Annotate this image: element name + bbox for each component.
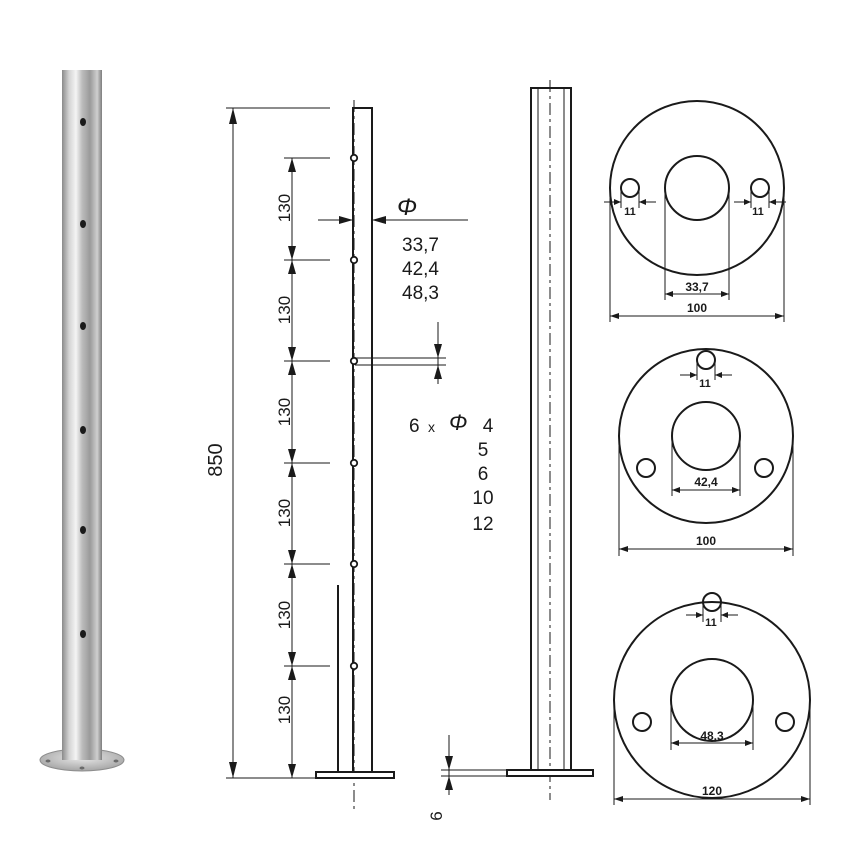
hole-diameter-4: 10 xyxy=(472,488,493,509)
flange-1-screw-hole-left: 11 xyxy=(624,206,636,218)
flange-3-post-diameter: 48,3 xyxy=(700,729,724,743)
base-thickness-label: 6 xyxy=(427,811,446,820)
flange-1-post-diameter: 33,7 xyxy=(685,280,709,294)
hole-times: x xyxy=(428,419,435,435)
post-photo xyxy=(39,70,125,772)
hole-diameter-callout: 6 x Φ 4 5 6 10 12 xyxy=(355,322,494,535)
spacing-label: 130 xyxy=(275,696,294,724)
hole-diameter-5: 12 xyxy=(472,514,493,535)
elevation-drawing: 850 xyxy=(205,100,494,810)
overall-height-label: 850 xyxy=(205,443,227,476)
hole-spacing-chain: 130 130 130 130 130 130 xyxy=(275,157,330,778)
post-holes xyxy=(349,153,359,671)
flange-1-outer-diameter: 100 xyxy=(687,301,707,315)
post-diameter-1: 33,7 xyxy=(402,235,439,256)
flange-2-outer-diameter: 100 xyxy=(696,534,716,548)
hole-count: 6 xyxy=(409,416,420,437)
flange-1-screw-hole-right: 11 xyxy=(752,206,764,218)
hole-diameter-2: 5 xyxy=(478,440,489,461)
post-diameter-2: 42,4 xyxy=(402,259,439,280)
flange-120-483: 11 48,3 120 xyxy=(613,592,811,805)
post-diameter-3: 48,3 xyxy=(402,283,439,304)
spacing-label: 130 xyxy=(275,194,294,222)
flange-3-screw-hole: 11 xyxy=(705,617,717,629)
spacing-label: 130 xyxy=(275,601,294,629)
hole-diameter-3: 6 xyxy=(478,464,489,485)
flange-100-337: 11 11 33,7 100 xyxy=(604,100,786,322)
diameter-symbol: Φ xyxy=(397,194,417,221)
flange-3-outer-diameter: 120 xyxy=(702,784,722,798)
flange-2-post-diameter: 42,4 xyxy=(694,475,718,489)
spacing-label: 130 xyxy=(275,499,294,527)
hole-diameter-1: 4 xyxy=(483,416,494,437)
flange-100-424: 11 42,4 100 xyxy=(618,348,794,556)
flange-2-screw-hole: 11 xyxy=(699,378,711,390)
spacing-label: 130 xyxy=(275,398,294,426)
post-photo-holes xyxy=(80,118,86,638)
spacing-label: 130 xyxy=(275,296,294,324)
post-diameter-callout: Φ 33,7 42,4 48,3 xyxy=(318,194,468,304)
diameter-symbol: Φ xyxy=(449,410,467,435)
side-view-drawing: 6 xyxy=(427,80,594,821)
